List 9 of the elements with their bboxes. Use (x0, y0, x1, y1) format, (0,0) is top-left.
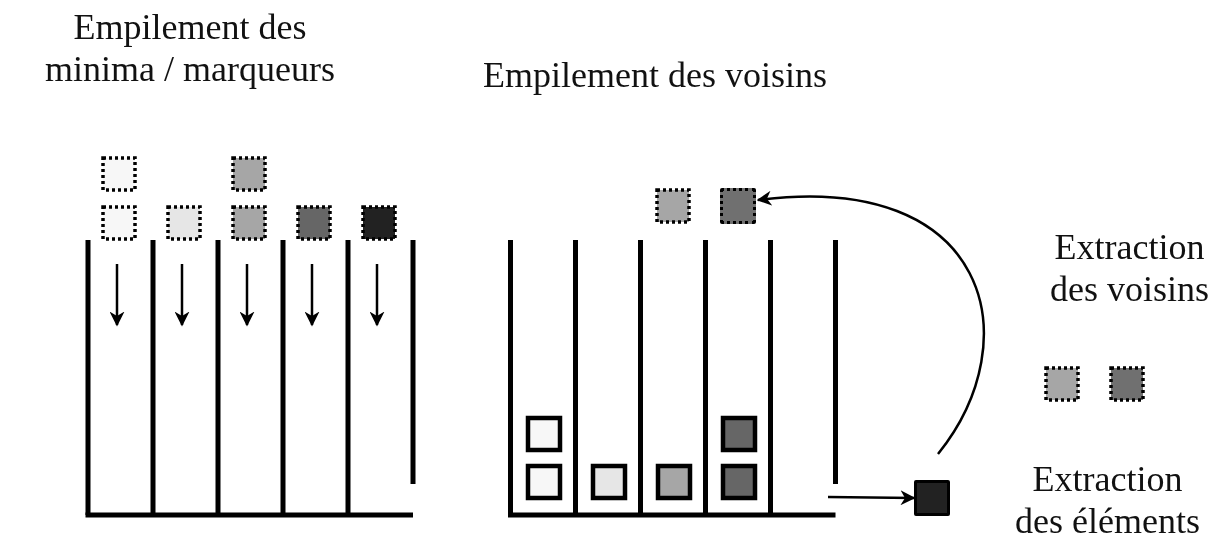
stack-columns-drawing (508, 240, 838, 518)
annotation-text: Empilement des minima / marqueurs (44, 6, 336, 90)
annotation-text: Empilement des voisins (482, 54, 828, 96)
arrow (828, 490, 916, 506)
annotation-text: Extraction des éléments (1014, 458, 1201, 542)
annotation-text: Extraction des voisins (1049, 226, 1210, 310)
extracted-square (914, 480, 950, 516)
arrow (756, 191, 985, 455)
dotted-square (720, 188, 756, 224)
